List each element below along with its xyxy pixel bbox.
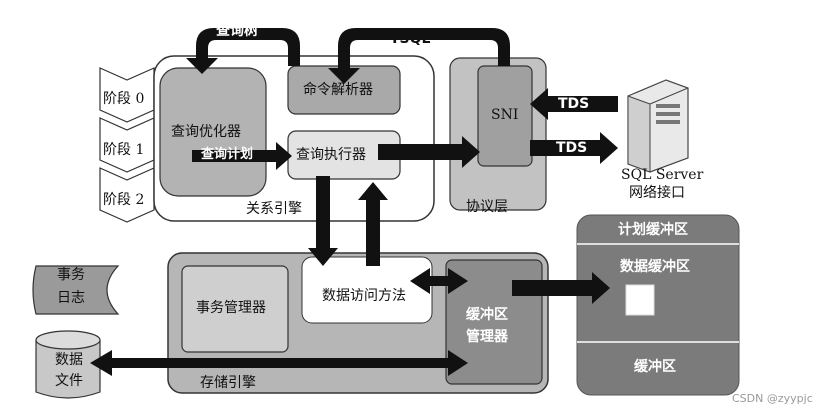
executor-up-arrow <box>358 182 388 266</box>
transaction-log-line2: 日志 <box>57 290 85 306</box>
data-page-icon <box>625 284 655 316</box>
tds-out-label: TDS <box>556 140 588 156</box>
buffer-manager-line1: 缓冲区 <box>466 307 508 323</box>
query-plan-label: 查询计划 <box>201 147 254 162</box>
file-buffer-arrow <box>90 350 468 376</box>
server-name-line1: SQL Server <box>621 167 704 183</box>
query-optimizer-box <box>159 67 267 197</box>
query-tree-arrow <box>186 28 300 74</box>
arrows <box>90 28 618 376</box>
query-executor-label: 查询执行器 <box>296 147 366 163</box>
query-optimizer-label: 查询优化器 <box>171 124 241 140</box>
data-file-cylinder <box>35 330 101 399</box>
storage-engine-label: 存储引擎 <box>200 375 256 391</box>
server-name-line2: 网络接口 <box>629 185 685 201</box>
server-icon <box>627 79 689 173</box>
transaction-log-line1: 事务 <box>57 267 85 283</box>
tds-in-arrow <box>530 88 618 120</box>
executor-to-sni-arrow <box>378 136 480 168</box>
buffer-pool-panel <box>576 214 740 396</box>
buffer-label: 缓冲区 <box>634 359 676 375</box>
transaction-manager-box <box>181 265 289 353</box>
tsql-label: TSQL <box>390 31 431 47</box>
access-buffer-arrow <box>410 268 468 294</box>
data-access-methods-label: 数据访问方法 <box>322 288 406 304</box>
relational-engine-label: 关系引擎 <box>246 201 302 217</box>
command-parser-label: 命令解析器 <box>303 82 373 98</box>
stage-0-label: 阶段 0 <box>103 91 145 107</box>
watermark: CSDN @zyypjc <box>732 392 813 405</box>
tsql-arrow <box>328 28 510 84</box>
stage-chevrons <box>99 67 155 223</box>
stage-1-label: 阶段 1 <box>103 142 145 158</box>
data-cache-label: 数据缓冲区 <box>620 259 690 275</box>
transaction-manager-label: 事务管理器 <box>196 300 266 316</box>
buffer-to-pool-arrow <box>512 272 610 304</box>
buffer-manager-line2: 管理器 <box>466 329 508 345</box>
tds-in-label: TDS <box>558 96 590 112</box>
query-tree-label: 查询树 <box>216 23 258 39</box>
stage-2-label: 阶段 2 <box>103 192 145 208</box>
plan-cache-label: 计划缓冲区 <box>618 222 688 238</box>
query-plan-arrow <box>192 142 292 170</box>
data-file-line2: 文件 <box>55 373 83 389</box>
tds-out-arrow <box>530 132 618 164</box>
data-file-line1: 数据 <box>55 352 83 368</box>
protocol-layer-label: 协议层 <box>466 199 508 215</box>
sni-label: SNI <box>491 107 519 123</box>
executor-down-arrow <box>308 176 338 266</box>
transaction-log-shape <box>32 265 120 315</box>
